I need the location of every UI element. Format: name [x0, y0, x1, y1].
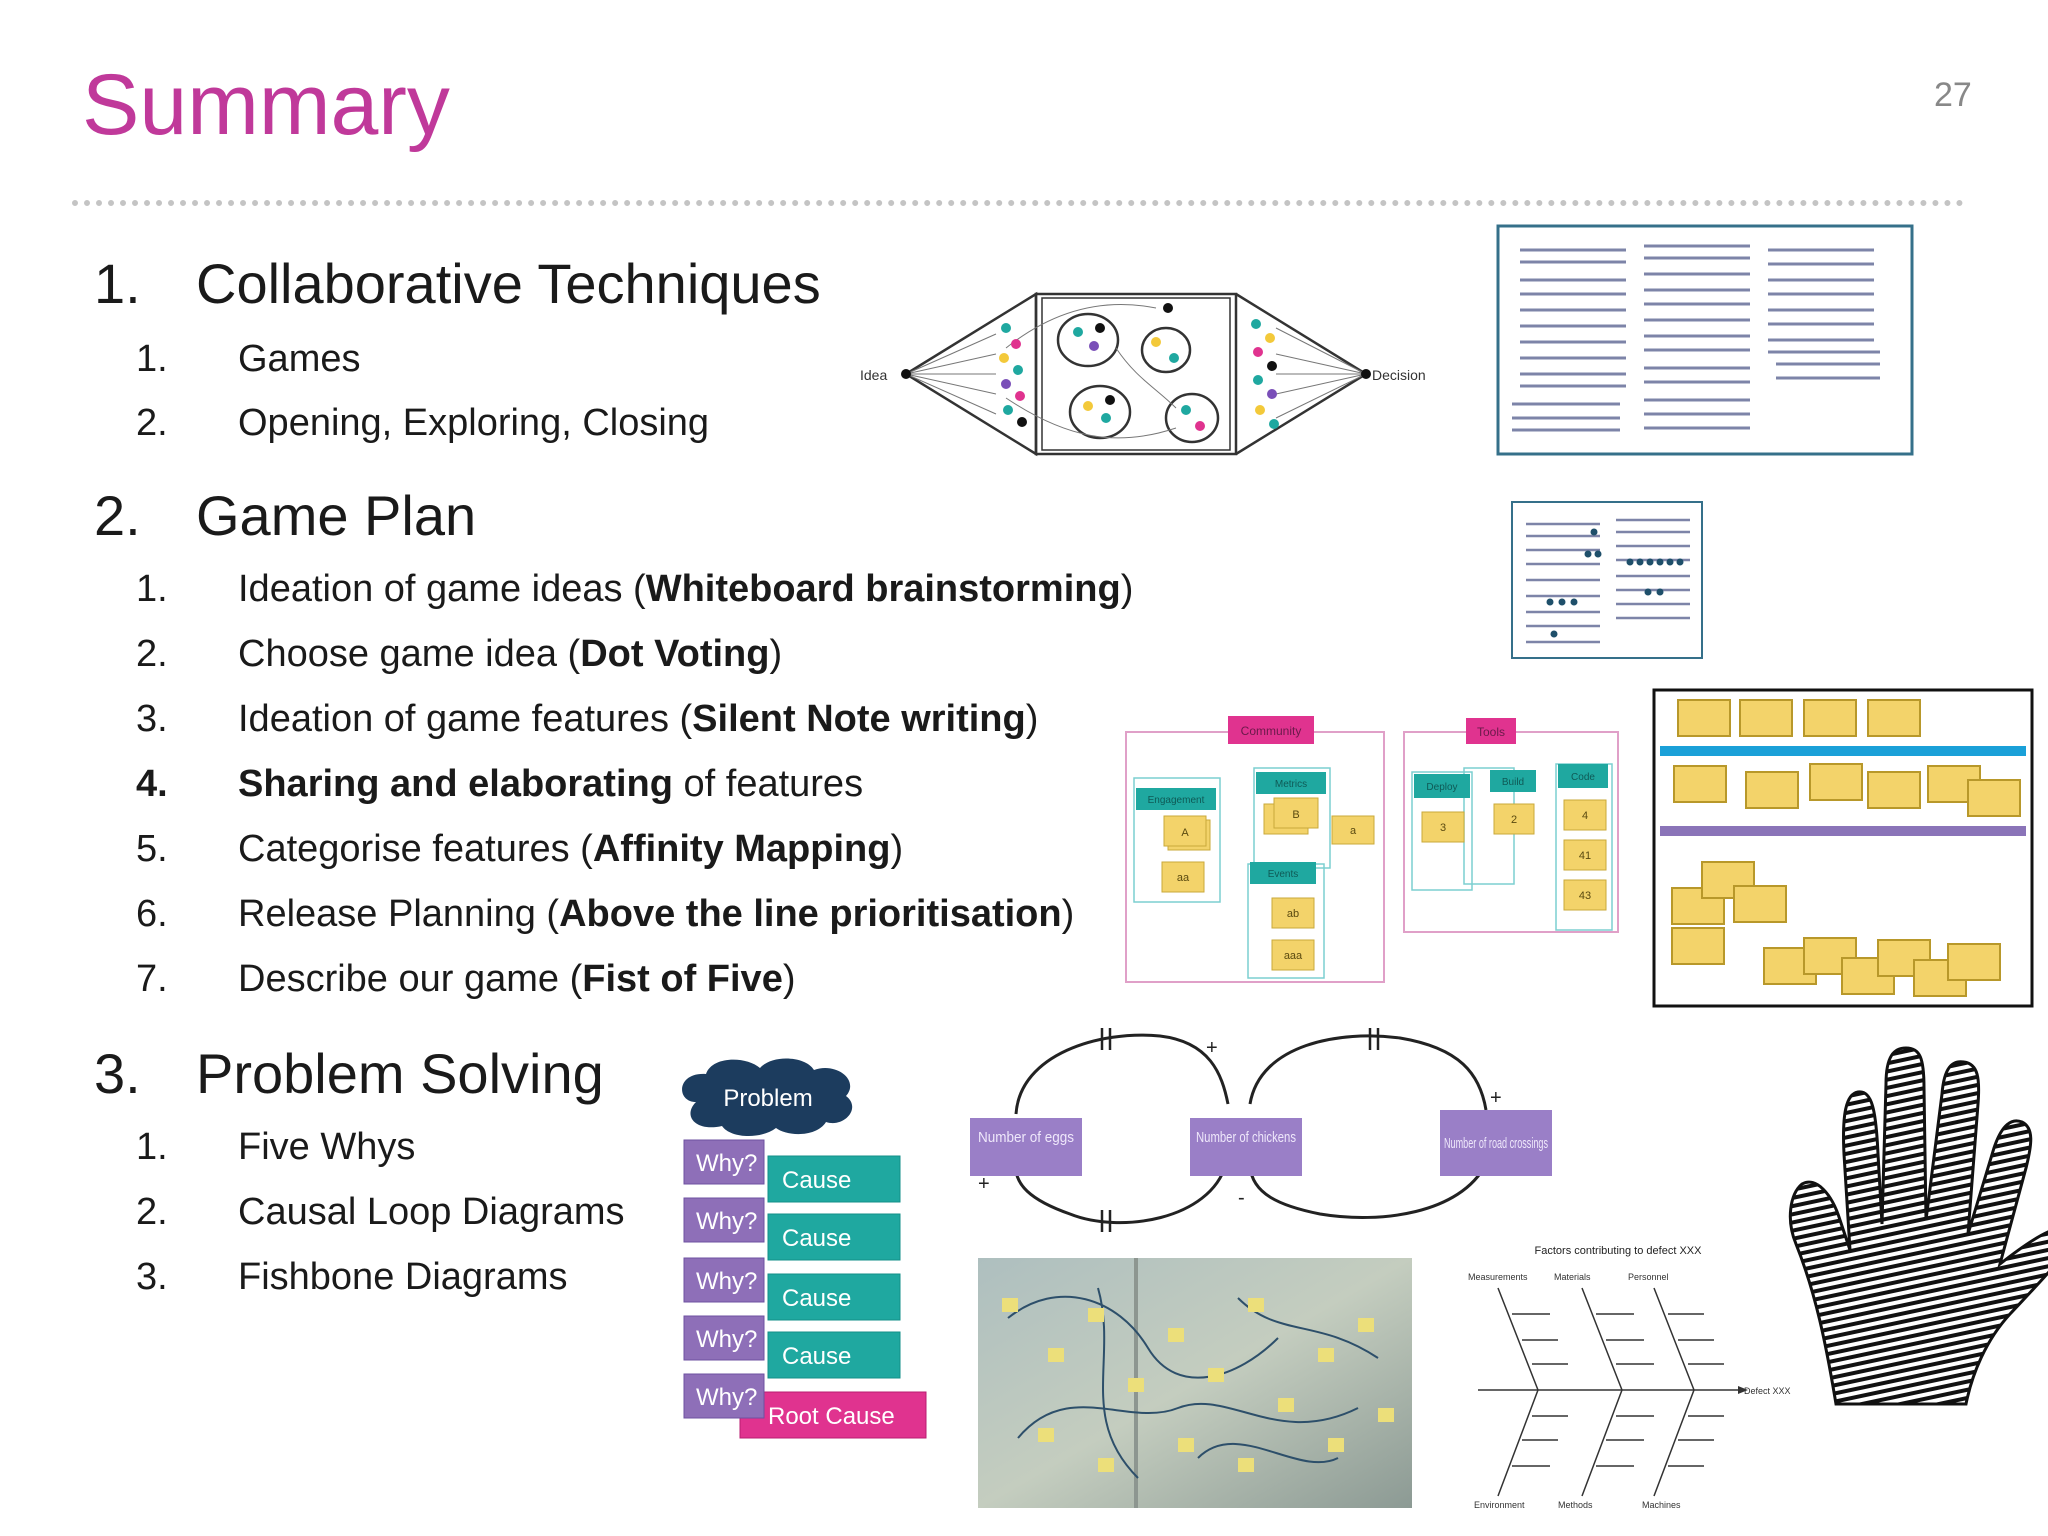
card-label: B [1292, 809, 1299, 821]
why-label: Why? [696, 1150, 757, 1177]
release-planning-image [1652, 688, 2034, 1008]
card-header-code: Code [1571, 772, 1595, 783]
card-label: A [1181, 827, 1189, 839]
five-whys-diagram: Problem Why? Cause Why? Cause Why? Cause… [682, 1058, 927, 1439]
cause-label: Cause [782, 1285, 851, 1312]
divergence-convergence-diagram: Idea Decision [860, 291, 1426, 457]
causal-loop-whiteboard-photo [978, 1258, 1412, 1508]
fishbone-category: Methods [1558, 1500, 1593, 1510]
fishbone-effect: Defect XXX [1744, 1386, 1791, 1396]
fishbone-diagram: Factors contributing to defect XXX Measu… [1468, 1245, 1791, 1510]
fishbone-category: Personnel [1628, 1272, 1669, 1282]
card-header-engagement: Engagement [1148, 795, 1205, 806]
card-label: aaa [1284, 950, 1303, 962]
node-number-of-chickens: Number of chickens [1196, 1129, 1296, 1146]
fishbone-category: Environment [1474, 1500, 1525, 1510]
svg-text:+: + [978, 1173, 990, 1195]
dot-voting-image [1511, 501, 1703, 659]
card-label: 4 [1582, 810, 1588, 822]
slide-title: Summary [82, 57, 450, 153]
svg-text:+: + [1206, 1037, 1218, 1059]
fishbone-title: Factors contributing to defect XXX [1535, 1245, 1703, 1257]
svg-text:+: + [1490, 1087, 1502, 1109]
page-number: 27 [1934, 76, 1972, 114]
card-label: a [1350, 825, 1357, 837]
svg-text:-: - [1238, 1187, 1245, 1209]
why-label: Why? [696, 1268, 757, 1295]
title-divider [72, 200, 1964, 206]
card-header-build: Build [1502, 777, 1524, 788]
card-label: 41 [1579, 850, 1591, 862]
card-header-metrics: Metrics [1275, 779, 1307, 790]
causal-loop-diagram: + + + - Number of eggs Number of chicken… [970, 1028, 1552, 1232]
card-header-events: Events [1268, 869, 1299, 880]
fist-of-five-hand-icon [1788, 1046, 2048, 1406]
node-number-of-road-crossings: Number of road crossings [1444, 1135, 1548, 1152]
why-label: Why? [696, 1384, 757, 1411]
group-header-community: Community [1241, 724, 1302, 738]
decision-label: Decision [1372, 367, 1426, 383]
whiteboard-brainstorm-image [1496, 224, 1914, 456]
node-number-of-eggs: Number of eggs [978, 1129, 1074, 1146]
fishbone-category: Materials [1554, 1272, 1591, 1282]
card-label: 43 [1579, 890, 1591, 902]
group-header-tools: Tools [1477, 725, 1505, 739]
card-label: 2 [1511, 814, 1517, 826]
card-label: 3 [1440, 822, 1446, 834]
why-label: Why? [696, 1208, 757, 1235]
card-label: aa [1177, 872, 1190, 884]
cause-label: Cause [782, 1225, 851, 1252]
cause-label: Cause [782, 1343, 851, 1370]
card-label: ab [1287, 908, 1299, 920]
problem-label: Problem [723, 1085, 812, 1112]
why-label: Why? [696, 1326, 757, 1353]
cause-label: Cause [782, 1167, 851, 1194]
affinity-mapping-image: Community Tools Engagement Metrics Event… [1125, 716, 1619, 983]
fishbone-category: Measurements [1468, 1272, 1528, 1282]
idea-label: Idea [860, 367, 887, 383]
root-cause-label: Root Cause [768, 1403, 895, 1430]
card-header-deploy: Deploy [1426, 782, 1457, 793]
fishbone-category: Machines [1642, 1500, 1681, 1510]
